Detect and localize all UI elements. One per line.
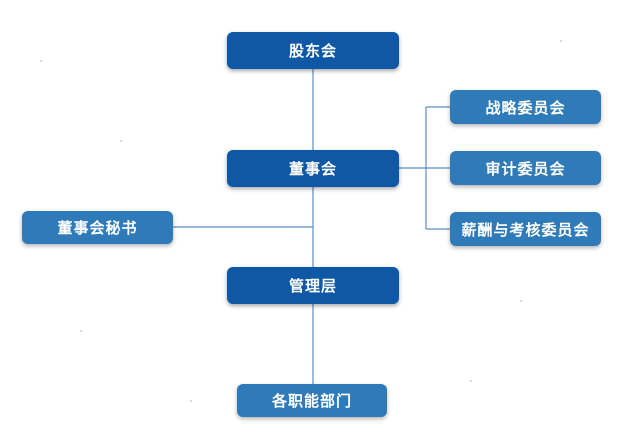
board-label: 董事会	[288, 160, 337, 178]
background-speckle	[40, 60, 42, 62]
background-speckle	[560, 40, 562, 42]
shareholders-node[interactable]: 股东会	[227, 32, 399, 69]
strategy-committee-node[interactable]: 战略委员会	[450, 90, 601, 124]
compensation-committee-label: 薪酬与考核委员会	[461, 220, 590, 239]
background-speckle	[470, 380, 472, 382]
background-speckle	[80, 330, 82, 332]
background-speckle	[120, 140, 122, 142]
board-secretary-label: 董事会秘书	[57, 219, 138, 237]
departments-label: 各职能部门	[271, 392, 352, 410]
management-node[interactable]: 管理层	[227, 267, 399, 304]
background-speckle	[520, 300, 522, 302]
strategy-committee-label: 战略委员会	[485, 98, 566, 117]
management-label: 管理层	[288, 277, 337, 295]
compensation-committee-node[interactable]: 薪酬与考核委员会	[450, 212, 601, 246]
departments-node[interactable]: 各职能部门	[237, 384, 387, 417]
audit-committee-node[interactable]: 审计委员会	[450, 151, 601, 185]
board-node[interactable]: 董事会	[227, 150, 399, 187]
audit-committee-label: 审计委员会	[485, 159, 566, 178]
board-secretary-node[interactable]: 董事会秘书	[22, 211, 173, 244]
background-speckle	[190, 400, 192, 402]
shareholders-label: 股东会	[288, 42, 337, 60]
